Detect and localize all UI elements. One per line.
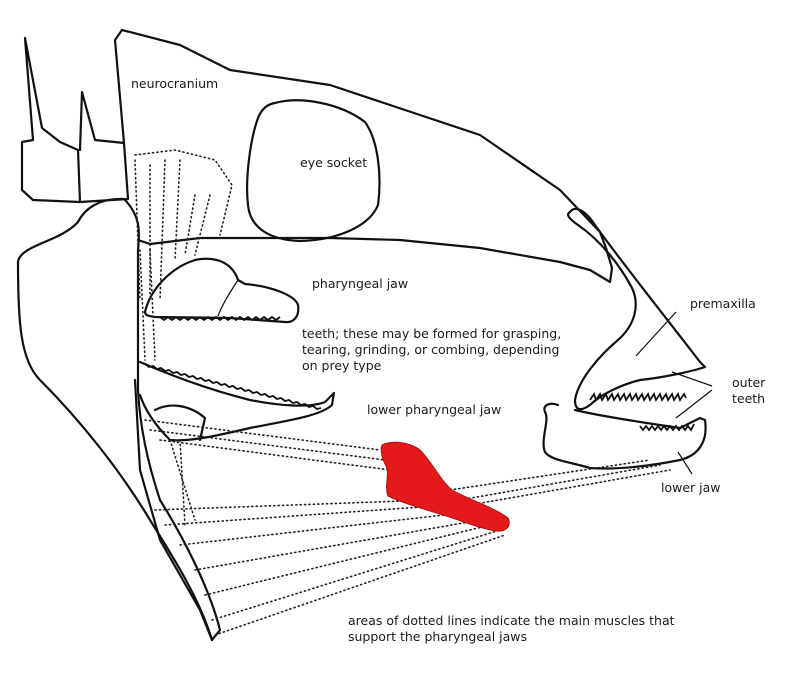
label-outer-teeth: outer teeth — [732, 375, 766, 406]
muscle-fibres — [134, 149, 671, 636]
upper-pharyngeal-jaw-divider — [217, 279, 239, 317]
lower-jaw-teeth — [639, 423, 695, 432]
suspensorium-outline — [16, 197, 222, 642]
lower-jaw-leader — [677, 451, 693, 475]
lower-pharyngeal-jaw-base — [153, 404, 207, 442]
upper-pharyngeal-teeth — [159, 315, 281, 322]
upper-pharyngeal-jaw — [143, 257, 300, 324]
eye-socket-outline — [246, 99, 381, 243]
label-lower-jaw: lower jaw — [661, 480, 721, 495]
premaxilla-outline — [567, 207, 707, 411]
neurocranium-outline — [113, 28, 614, 284]
label-eye-socket: eye socket — [300, 155, 368, 170]
caption: areas of dotted lines indicate the main … — [348, 613, 675, 644]
label-pharyngeal-jaw: pharyngeal jaw — [312, 276, 409, 291]
dorsal-spine-1 — [20, 36, 82, 204]
label-neurocranium: neurocranium — [131, 76, 219, 91]
outer-teeth-leader-top — [671, 371, 713, 387]
lower-pharyngeal-teeth — [144, 363, 322, 410]
highlighted-region — [380, 441, 510, 532]
label-teeth-description: teeth; these may be formed for grasping,… — [302, 326, 562, 373]
premaxilla-leader — [635, 311, 677, 357]
label-premaxilla: premaxilla — [690, 296, 756, 311]
label-lower-pharyngeal-jaw: lower pharyngeal jaw — [367, 402, 502, 417]
outer-teeth-leader-bottom — [675, 389, 713, 419]
ventral-bar — [133, 378, 214, 642]
premaxilla-teeth — [589, 391, 687, 403]
